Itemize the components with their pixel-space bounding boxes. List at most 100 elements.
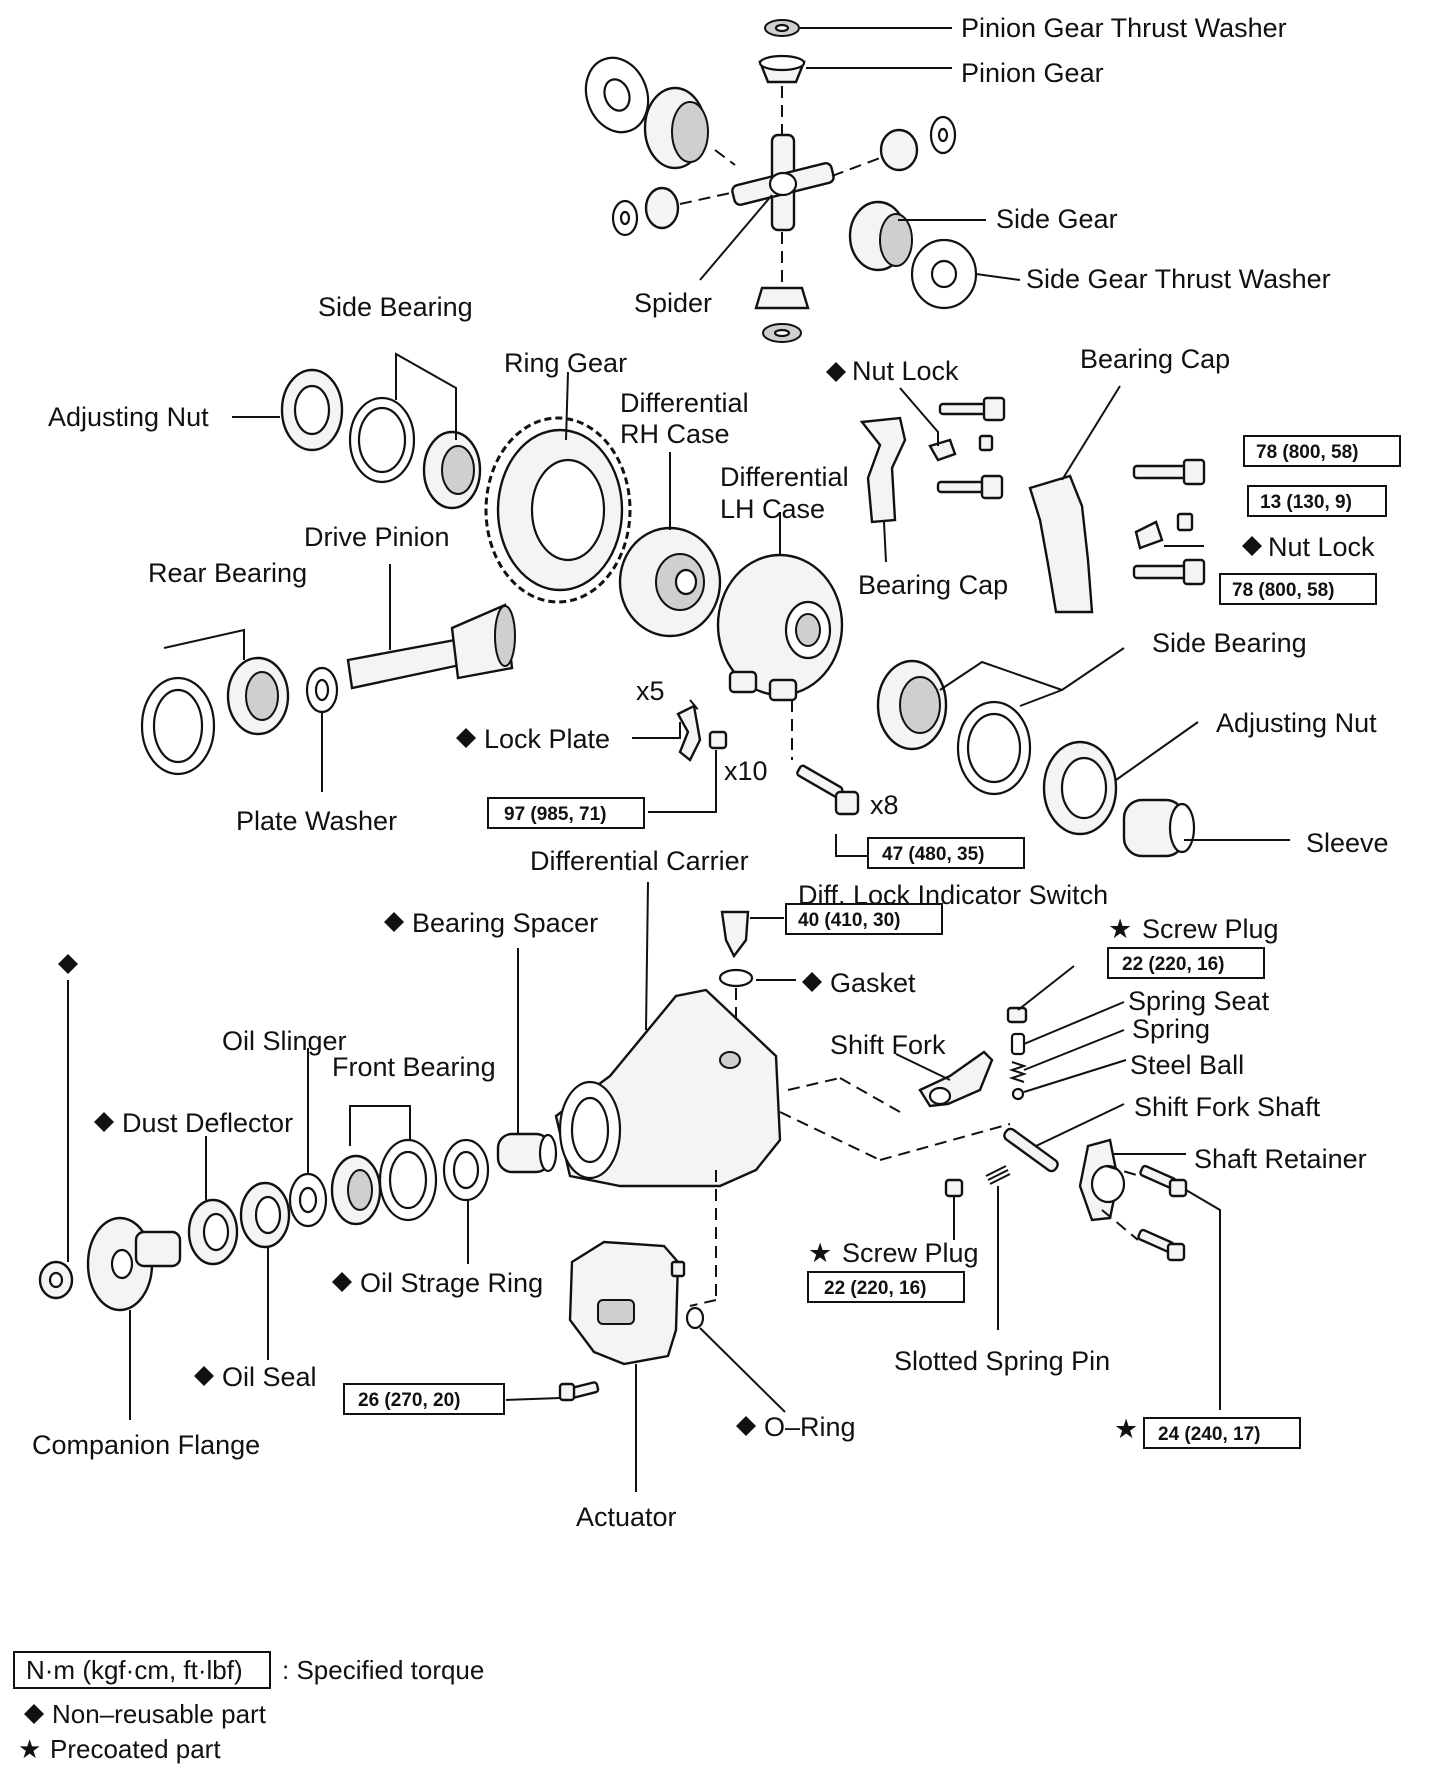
label-side-gear: Side Gear <box>996 204 1118 234</box>
label-screw-plug-bottom: Screw Plug <box>842 1238 979 1268</box>
label-oil-slinger: Oil Slinger <box>222 1026 347 1056</box>
leader-lines <box>67 27 1290 1492</box>
symbols: ★ ★ ★ <box>58 362 1262 1444</box>
label-shaft-retainer: Shaft Retainer <box>1194 1144 1367 1174</box>
torque-22-bottom: 22 (220, 16) <box>824 1278 926 1299</box>
torque-78-top: 78 (800, 58) <box>1256 442 1358 463</box>
screw-plug-top <box>1006 1006 1028 1024</box>
label-shift-fork: Shift Fork <box>830 1030 946 1060</box>
bearing-cap-right-bolt-lower <box>1132 558 1206 586</box>
screw-plug-bottom <box>944 1178 964 1198</box>
lock-plate <box>676 704 702 762</box>
actuator <box>568 1240 686 1366</box>
torque-box-78-top <box>1243 435 1401 467</box>
torque-box-97 <box>487 797 645 829</box>
oil-seal <box>239 1181 291 1249</box>
parts-layer <box>38 19 1206 1402</box>
torque-box-47 <box>867 837 1025 869</box>
diamond-icon <box>384 912 404 932</box>
shaft-retainer <box>1078 1138 1126 1222</box>
pinion-gear-top <box>758 54 806 84</box>
label-sleeve: Sleeve <box>1306 828 1389 858</box>
label-lock-plate: Lock Plate <box>484 724 610 754</box>
o-ring <box>685 1306 705 1330</box>
diamond-icon <box>194 1366 214 1386</box>
diamond-icon <box>58 954 78 974</box>
pinion-gear-bottom <box>754 286 810 310</box>
label-side-gear-thrust-washer: Side Gear Thrust Washer <box>1026 264 1331 294</box>
differential-rh-case <box>618 526 722 638</box>
label-adjusting-nut-left: Adjusting Nut <box>48 402 209 432</box>
label-spider: Spider <box>634 288 712 318</box>
torque-24: 24 (240, 17) <box>1158 1424 1260 1445</box>
label-plate-washer: Plate Washer <box>236 806 397 836</box>
bearing-cap-center <box>859 416 907 524</box>
label-drive-pinion: Drive Pinion <box>304 522 450 552</box>
torque-box-26 <box>343 1383 505 1415</box>
legend-torque-box <box>13 1651 271 1689</box>
legend-non-reusable: Non–reusable part <box>52 1699 267 1729</box>
star-icon: ★ <box>808 1238 832 1268</box>
torque-box-13 <box>1247 485 1387 517</box>
labels: Pinion Gear Thrust Washer Pinion Gear Si… <box>32 13 1389 1532</box>
spring-seat <box>1010 1032 1026 1056</box>
legend: N·m (kgf·cm, ft·lbf) : Specified torque … <box>13 1651 484 1764</box>
pinion-gear-right <box>879 128 919 172</box>
nut-lock-right <box>1134 512 1194 550</box>
dust-deflector <box>187 1198 239 1266</box>
bearing-cap-bolt-lower <box>936 474 1004 500</box>
adjusting-nut-left <box>280 368 344 452</box>
lock-plate-bolt <box>708 730 728 750</box>
label-differential-rh-case-1: Differential <box>620 388 749 418</box>
shaft-retainer-bolt-upper <box>1139 1164 1188 1198</box>
diamond-icon <box>736 1416 756 1436</box>
rear-bearing <box>226 656 290 736</box>
label-rear-bearing: Rear Bearing <box>148 558 307 588</box>
actuator-bolt <box>558 1381 600 1402</box>
label-pinion-gear-thrust-washer: Pinion Gear Thrust Washer <box>961 13 1287 43</box>
diamond-icon <box>332 1272 352 1292</box>
label-shift-fork-shaft: Shift Fork Shaft <box>1134 1092 1321 1122</box>
label-actuator: Actuator <box>576 1502 677 1532</box>
label-spring: Spring <box>1132 1014 1210 1044</box>
label-count-x10: x10 <box>724 756 768 786</box>
torque-22-top: 22 (220, 16) <box>1122 954 1224 975</box>
side-bearing-left <box>422 430 482 510</box>
diamond-icon <box>94 1112 114 1132</box>
drive-pinion <box>346 603 516 690</box>
label-dust-deflector: Dust Deflector <box>122 1108 293 1138</box>
torque-13: 13 (130, 9) <box>1260 492 1352 513</box>
side-gear-right <box>848 200 913 272</box>
label-differential-lh-case-2: LH Case <box>720 494 825 524</box>
bearing-cap-bolt-upper <box>938 396 1006 422</box>
torque-boxes: 78 (800, 58) 13 (130, 9) 78 (800, 58) 97… <box>343 435 1401 1449</box>
label-differential-carrier: Differential Carrier <box>530 846 749 876</box>
diff-lock-indicator-switch <box>720 910 750 959</box>
differential-lh-case <box>716 553 844 702</box>
torque-box-40 <box>785 903 943 935</box>
rear-bearing-outer-race <box>140 676 216 776</box>
torque-box-22-bottom <box>807 1271 965 1303</box>
label-o-ring: O–Ring <box>764 1412 856 1442</box>
star-icon: ★ <box>1108 914 1132 944</box>
ring-gear <box>484 416 632 604</box>
diamond-icon <box>24 1704 44 1724</box>
gasket-switch <box>718 968 754 988</box>
legend-precoated: Precoated part <box>50 1734 221 1764</box>
bearing-cap-right-bolt-upper <box>1132 458 1206 486</box>
torque-47: 47 (480, 35) <box>882 844 984 865</box>
label-bearing-cap-right: Bearing Cap <box>1080 344 1230 374</box>
shaft-retainer-bolt-lower <box>1137 1228 1186 1262</box>
pinion-gear-left <box>644 186 680 230</box>
side-bearing-right <box>876 659 948 751</box>
label-bearing-spacer: Bearing Spacer <box>412 908 598 938</box>
differential-carrier <box>554 988 782 1188</box>
side-gear-upper-left <box>643 86 709 170</box>
star-icon: ★ <box>18 1734 41 1764</box>
label-bearing-cap-center: Bearing Cap <box>858 570 1008 600</box>
label-count-x5: x5 <box>636 676 665 706</box>
slotted-spring-pin <box>985 1165 1011 1185</box>
oil-strage-ring <box>442 1138 490 1202</box>
torque-box-78-bottom <box>1219 573 1377 605</box>
companion-flange <box>86 1216 182 1312</box>
